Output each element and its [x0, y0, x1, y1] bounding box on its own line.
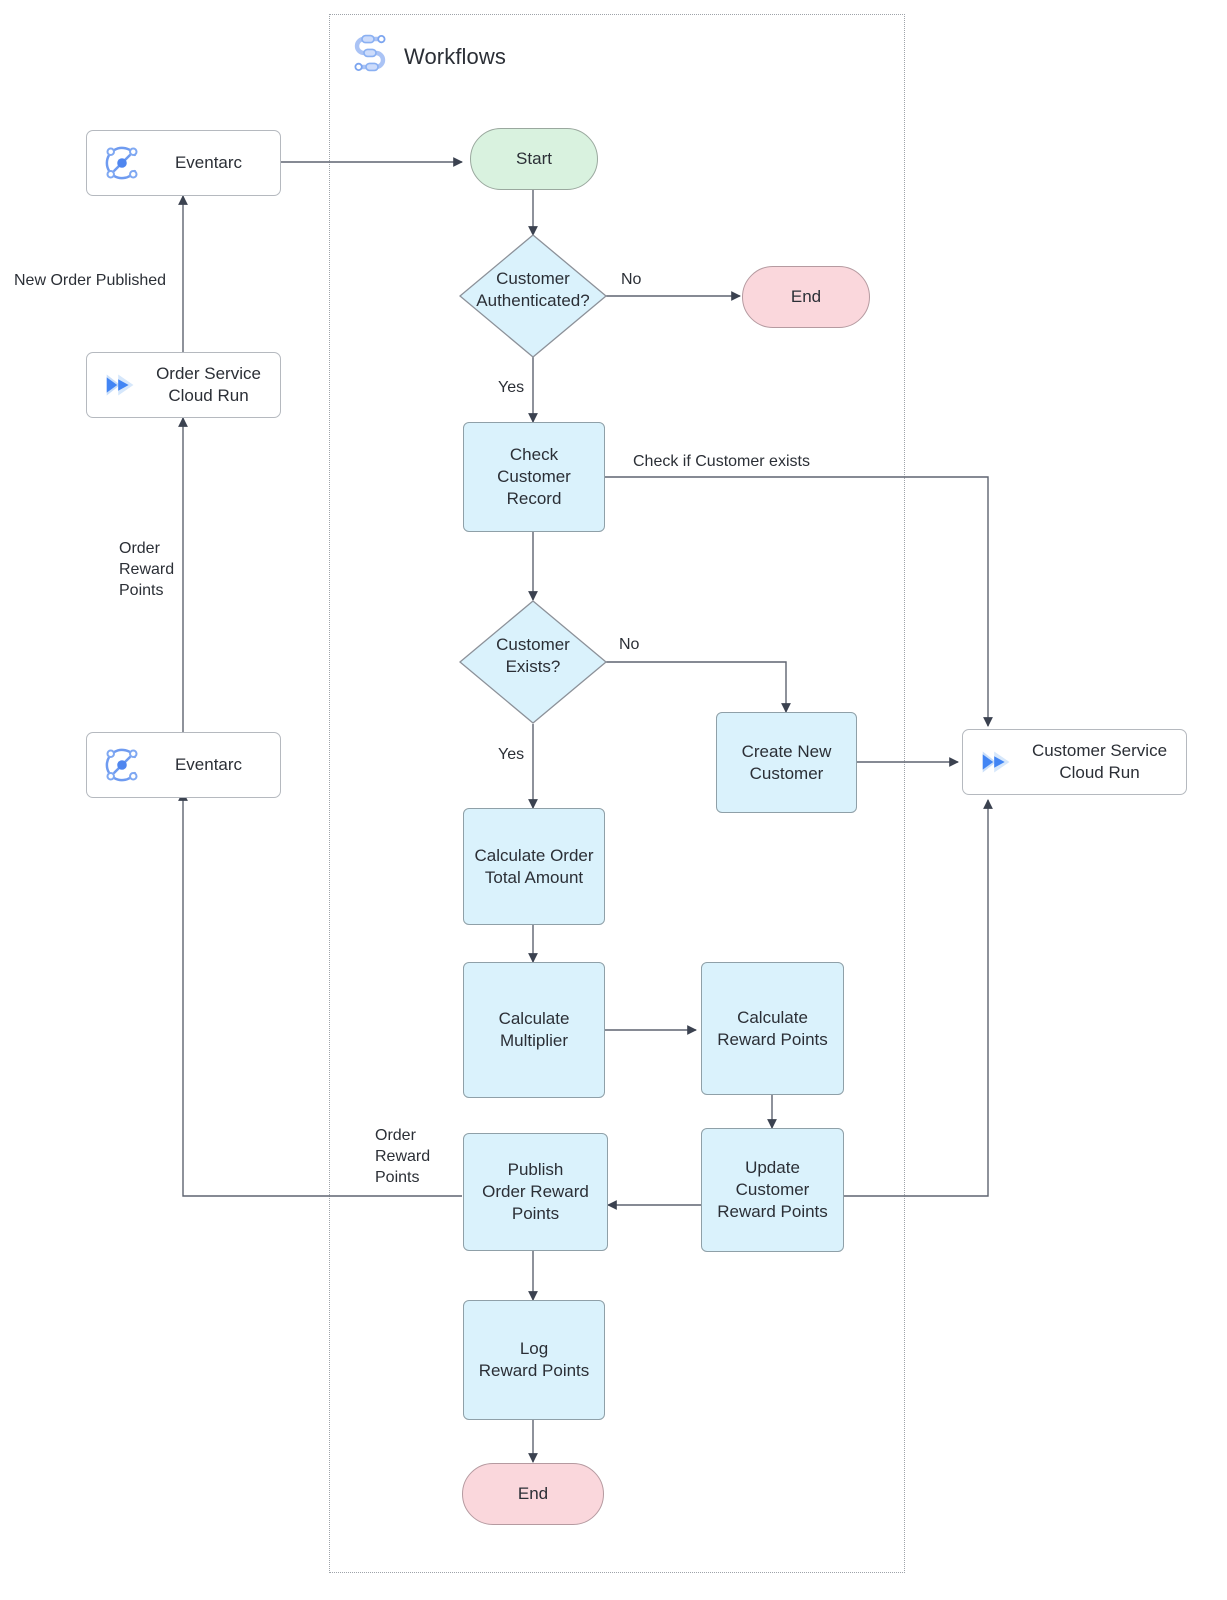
service-eventarc-bottom[interactable]: Eventarc [86, 732, 281, 798]
node-calculate-reward-points-label: Calculate Reward Points [717, 1007, 828, 1049]
node-create-new-customer-label: Create New Customer [741, 741, 832, 783]
node-end-final-label: End [517, 1484, 549, 1504]
edge-label-exists-yes: Yes [498, 746, 525, 763]
edge-label-order-reward-points-publish: Order Reward Points [375, 1127, 431, 1186]
node-end-final[interactable]: End [462, 1463, 604, 1525]
edge-label-auth-no: No [621, 271, 642, 288]
edge-label-order-reward-points-left: Order Reward Points [119, 540, 175, 599]
edge-publish-to-eventarc-bottom [178, 791, 462, 1197]
node-log-reward-points-label: Log Reward Points [478, 1339, 590, 1380]
node-publish-order-reward-points-label: Publish Order Reward Points [482, 1160, 589, 1223]
workflows-icon [354, 34, 386, 72]
edge-update-to-customer-service [844, 799, 993, 1197]
node-start-label: Start [516, 149, 552, 169]
node-calculate-reward-points[interactable]: Calculate Reward Points [701, 962, 844, 1095]
node-update-customer-reward-points[interactable]: Update Customer Reward Points [701, 1128, 844, 1252]
node-publish-order-reward-points[interactable]: Publish Order Reward Points [463, 1133, 608, 1251]
service-order-service-cloud-run[interactable]: Order Service Cloud Run [86, 352, 281, 418]
node-create-new-customer[interactable]: Create New Customer [716, 712, 857, 813]
eventarc-icon [105, 146, 138, 180]
node-calculate-multiplier[interactable]: Calculate Multiplier [463, 962, 605, 1098]
edge-label-new-order-published: New Order Published [14, 272, 167, 289]
edge-exists-no-to-create [606, 661, 791, 713]
decision-customer-authenticated [458, 234, 608, 358]
service-customer-service-cloud-run[interactable]: Customer Service Cloud Run [962, 729, 1187, 795]
node-end-auth-label: End [790, 287, 822, 307]
node-calculate-order-total-amount-label: Calculate Order Total Amount [474, 845, 594, 887]
service-customer-service-cloud-run-label: Customer Service Cloud Run [1031, 741, 1168, 782]
edge-check-to-customer-service [605, 476, 993, 727]
node-calculate-order-total-amount[interactable]: Calculate Order Total Amount [463, 808, 605, 925]
service-eventarc-bottom-label: Eventarc [174, 755, 243, 775]
node-end-auth[interactable]: End [742, 266, 870, 328]
workflows-group-container [329, 14, 905, 1573]
cloud-run-icon [106, 374, 134, 396]
node-update-customer-reward-points-label: Update Customer Reward Points [717, 1158, 828, 1221]
decision-customer-exists [458, 600, 608, 724]
cloud-run-icon [982, 751, 1010, 773]
node-log-reward-points[interactable]: Log Reward Points [463, 1300, 605, 1420]
node-calculate-multiplier-label: Calculate Multiplier [498, 1009, 570, 1050]
node-start[interactable]: Start [470, 128, 598, 190]
edge-label-exists-no: No [619, 636, 640, 653]
edge-label-check-if-customer-exists: Check if Customer exists [633, 453, 810, 470]
service-eventarc-top-label: Eventarc [174, 153, 243, 173]
node-check-customer-record[interactable]: Check Customer Record [463, 422, 605, 532]
edge-label-auth-yes: Yes [498, 379, 525, 396]
eventarc-icon [105, 748, 138, 782]
service-eventarc-top[interactable]: Eventarc [86, 130, 281, 196]
workflows-group-title: Workflows [404, 44, 506, 69]
service-order-service-cloud-run-label: Order Service Cloud Run [156, 364, 261, 405]
node-check-customer-record-label: Check Customer Record [497, 445, 571, 508]
